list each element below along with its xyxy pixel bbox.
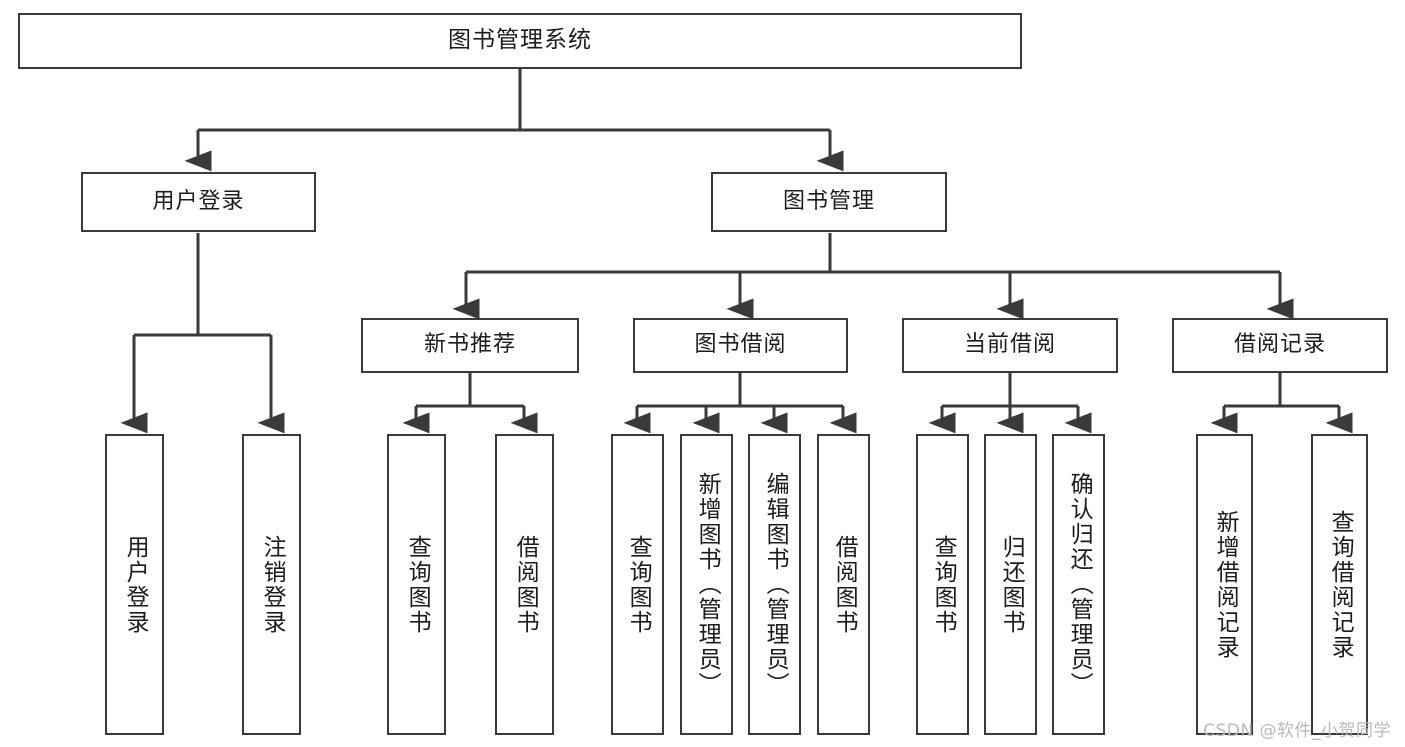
node-label: 编辑图书（管理员）: [762, 472, 789, 697]
leaf-new-book-query[interactable]: 查询图书: [387, 434, 446, 735]
node-new-book-recommend[interactable]: 新书推荐: [361, 318, 579, 373]
node-label: 新书推荐: [423, 332, 516, 358]
leaf-borrow-record-query[interactable]: 查询借阅记录: [1311, 434, 1368, 735]
node-current-borrow[interactable]: 当前借阅: [902, 318, 1118, 373]
node-label: 新增图书（管理员）: [694, 472, 721, 697]
leaf-book-borrow-query[interactable]: 查询图书: [611, 434, 664, 735]
node-label: 查询借阅记录: [1327, 509, 1354, 660]
node-borrow-record[interactable]: 借阅记录: [1172, 318, 1388, 373]
leaf-current-borrow-return[interactable]: 归还图书: [984, 434, 1037, 735]
leaf-book-borrow-add[interactable]: 新增图书（管理员）: [680, 434, 733, 735]
leaf-user-login-login[interactable]: 用户登录: [105, 434, 164, 735]
node-label: 图书借阅: [694, 332, 787, 358]
node-label: 查询图书: [930, 534, 957, 635]
leaf-book-borrow-edit[interactable]: 编辑图书（管理员）: [748, 434, 801, 735]
node-label: 借阅图书: [831, 534, 858, 635]
node-label: 注销登录: [259, 534, 286, 635]
node-label: 用户登录: [152, 188, 245, 214]
watermark-text: CSDN @软件_小贺同学: [1203, 721, 1391, 741]
node-label: 归还图书: [998, 534, 1025, 635]
node-label: 用户登录: [122, 534, 149, 635]
node-label: 图书管理: [782, 188, 875, 214]
leaf-current-borrow-query[interactable]: 查询图书: [916, 434, 969, 735]
node-label: 确认归还（管理员）: [1066, 472, 1093, 697]
leaf-current-borrow-confirm-return[interactable]: 确认归还（管理员）: [1052, 434, 1105, 735]
leaf-borrow-record-add[interactable]: 新增借阅记录: [1196, 434, 1253, 735]
node-label: 借阅图书: [512, 534, 539, 635]
node-label: 查询图书: [625, 534, 652, 635]
node-root-system[interactable]: 图书管理系统: [18, 13, 1022, 69]
node-user-login[interactable]: 用户登录: [81, 172, 316, 232]
leaf-book-borrow-borrow[interactable]: 借阅图书: [817, 434, 870, 735]
leaf-new-book-borrow[interactable]: 借阅图书: [495, 434, 554, 735]
node-label: 借阅记录: [1233, 332, 1326, 358]
leaf-user-login-logout[interactable]: 注销登录: [242, 434, 301, 735]
node-label: 图书管理系统: [448, 27, 592, 54]
node-book-management[interactable]: 图书管理: [711, 172, 947, 232]
node-book-borrow[interactable]: 图书借阅: [633, 318, 848, 373]
node-label: 当前借阅: [963, 332, 1056, 358]
node-label: 查询图书: [404, 534, 431, 635]
node-label: 新增借阅记录: [1212, 509, 1239, 660]
